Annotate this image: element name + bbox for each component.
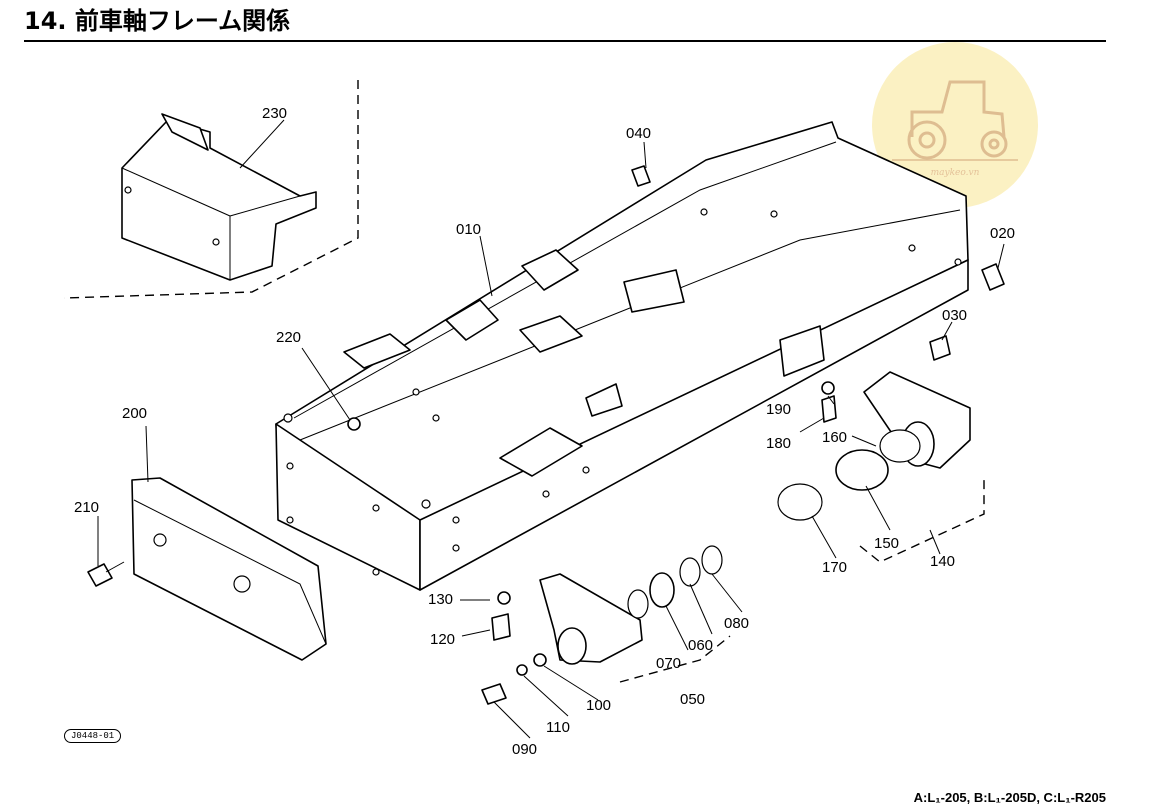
part-050-front-bracket	[539, 573, 643, 665]
part-220-nut	[347, 417, 361, 431]
part-190-washer	[821, 381, 835, 395]
label-030: 030	[942, 307, 967, 324]
label-140: 140	[930, 553, 955, 570]
part-200-front-weight	[131, 477, 327, 661]
part-010-frame	[275, 121, 969, 591]
drawing-code: J0448-01	[64, 729, 122, 743]
part-100-washer	[533, 653, 547, 667]
tractor-icon	[892, 80, 1018, 161]
part-030-bolt	[929, 335, 951, 361]
part-080-ring-a	[679, 557, 701, 587]
label-180: 180	[766, 435, 791, 452]
label-010: 010	[456, 221, 481, 238]
part-130-washer	[497, 591, 511, 605]
label-190: 190	[766, 401, 791, 418]
page-title: 14. 前車軸フレーム関係	[24, 6, 1106, 42]
part-160-ring	[879, 429, 921, 463]
label-020: 020	[990, 225, 1015, 242]
part-040-bolt	[631, 165, 651, 187]
label-150: 150	[874, 535, 899, 552]
group-140-dashed	[859, 480, 985, 563]
leader-lines	[97, 119, 1005, 739]
label-110: 110	[546, 719, 570, 736]
part-110-nut	[516, 664, 528, 676]
part-150-bushing	[835, 449, 889, 491]
part-180-bolt	[821, 395, 837, 423]
part-080-ring-b	[701, 545, 723, 575]
label-210: 210	[74, 499, 99, 516]
label-220: 220	[276, 329, 301, 346]
label-170: 170	[822, 559, 847, 576]
label-130: 130	[428, 591, 453, 608]
label-160: 160	[822, 429, 847, 446]
label-200: 200	[122, 405, 147, 422]
label-090: 090	[512, 741, 537, 758]
part-210-bolt	[87, 561, 125, 587]
model-applicability: A:L₁-205, B:L₁-205D, C:L₁-R205	[913, 790, 1106, 805]
part-020-bolt	[981, 263, 1005, 291]
label-230: 230	[262, 105, 287, 122]
label-100: 100	[586, 697, 611, 714]
label-080: 080	[724, 615, 749, 632]
part-090-bolt	[481, 683, 507, 705]
label-070: 070	[656, 655, 681, 672]
part-230-counterweight	[121, 113, 317, 281]
part-170-ring	[777, 483, 823, 521]
label-040: 040	[626, 125, 651, 142]
group-050-dashed	[619, 635, 731, 683]
watermark-text: maykeo.vn	[930, 168, 980, 178]
label-050: 050	[680, 691, 705, 708]
label-060: 060	[688, 637, 713, 654]
part-060-bushing	[649, 572, 675, 608]
part-070-ring	[627, 589, 649, 619]
part-120-bolt	[491, 613, 511, 641]
inset-dashed-border	[63, 80, 359, 299]
label-120: 120	[430, 631, 455, 648]
